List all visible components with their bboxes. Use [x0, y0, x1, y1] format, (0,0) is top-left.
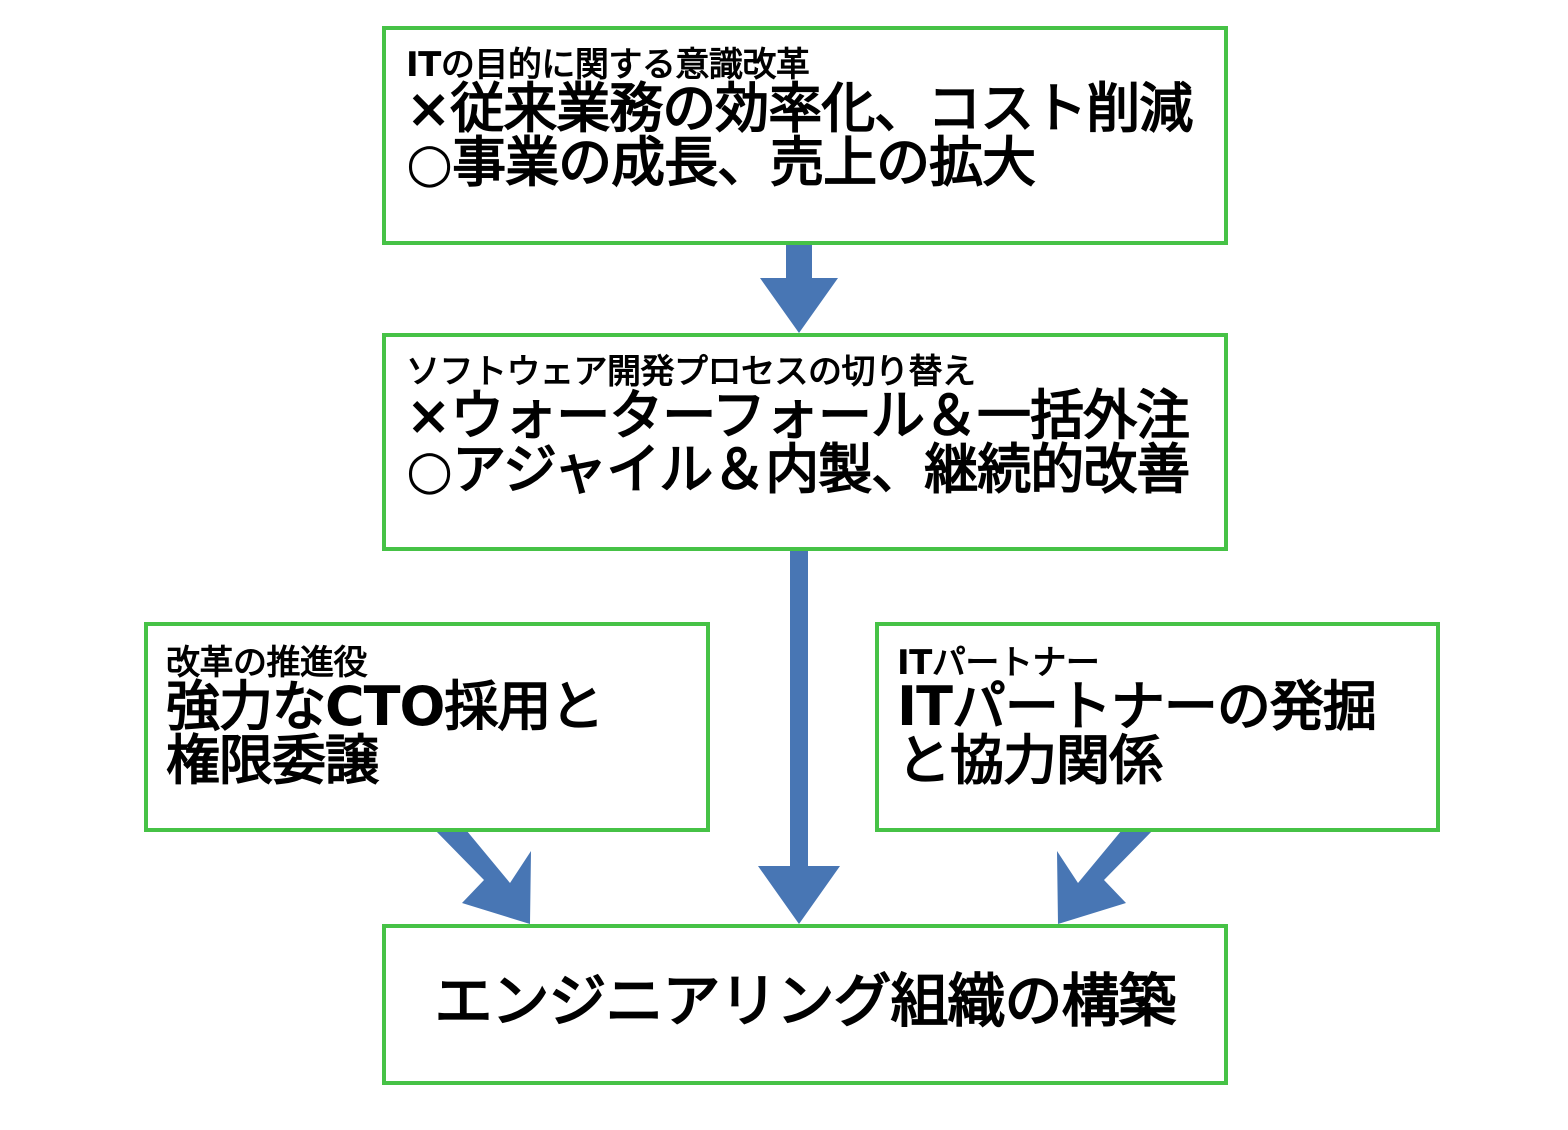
node-process-good-item: ○アジャイル＆内製、継続的改善	[406, 438, 1190, 501]
node-cto[interactable]: 改革の推進役 強力なCTO採用と 権限委譲	[144, 622, 710, 832]
node-goal-content: エンジニアリング組織の構築	[386, 972, 1224, 1030]
node-partner[interactable]: ITパートナー ITパートナーの発掘 と協力関係	[875, 622, 1440, 832]
node-cto-heading: 改革の推進役	[166, 643, 368, 683]
node-partner-body-line-2: と協力関係	[897, 729, 1163, 792]
arrow-down-icon-process-to-goal	[758, 551, 840, 924]
arrow-down-icon-awareness-to-process	[760, 245, 838, 333]
node-cto-content: 改革の推進役 強力なCTO採用と 権限委譲	[148, 646, 706, 788]
node-cto-body-line-2: 権限委譲	[166, 729, 379, 792]
node-partner-content: ITパートナー ITパートナーの発掘 と協力関係	[879, 646, 1436, 788]
node-process-heading: ソフトウェア開発プロセスの切り替え	[406, 352, 976, 392]
node-goal-title: エンジニアリング組織の構築	[434, 967, 1176, 1035]
node-process-content: ソフトウェア開発プロセスの切り替え ×ウォーターフォール＆一括外注 ○アジャイル…	[386, 355, 1224, 497]
node-process-bad-item: ×ウォーターフォール＆一括外注	[406, 384, 1190, 447]
node-awareness-good-item: ○事業の成長、売上の拡大	[406, 131, 1036, 194]
node-awareness-bad-item: ×従来業務の効率化、コスト削減	[406, 77, 1193, 140]
node-cto-body-line-1: 強力なCTO採用と	[166, 675, 604, 738]
node-process[interactable]: ソフトウェア開発プロセスの切り替え ×ウォーターフォール＆一括外注 ○アジャイル…	[382, 333, 1228, 551]
node-partner-body-line-1: ITパートナーの発掘	[897, 675, 1377, 738]
node-awareness-heading: ITの目的に関する意識改革	[406, 45, 810, 85]
node-awareness[interactable]: ITの目的に関する意識改革 ×従来業務の効率化、コスト削減 ○事業の成長、売上の…	[382, 26, 1228, 245]
node-goal[interactable]: エンジニアリング組織の構築	[382, 924, 1228, 1085]
node-partner-heading: ITパートナー	[897, 643, 1100, 683]
node-awareness-content: ITの目的に関する意識改革 ×従来業務の効率化、コスト削減 ○事業の成長、売上の…	[386, 48, 1224, 190]
